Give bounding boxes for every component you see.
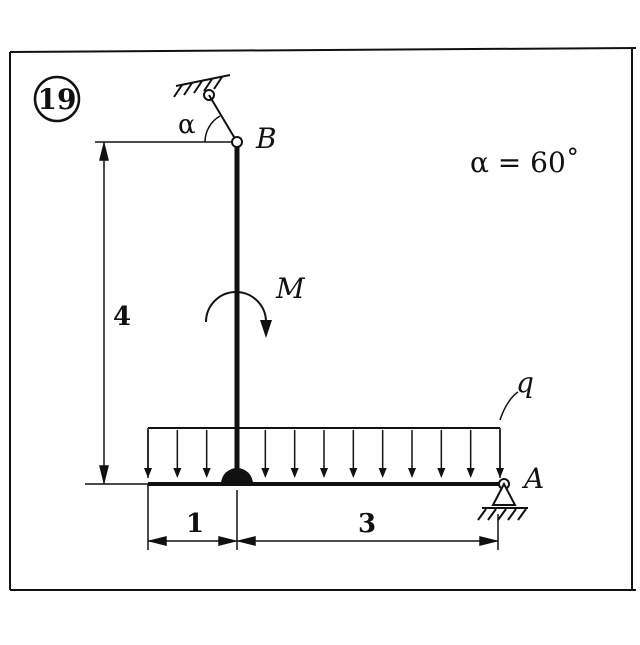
load-arrow-head <box>466 468 475 478</box>
top-hinge-support <box>173 74 231 101</box>
moment-arrowhead <box>260 320 272 338</box>
moment-arc <box>205 291 267 323</box>
hinge-b <box>231 136 243 148</box>
point-b-label: B <box>255 122 277 155</box>
frame <box>9 47 637 591</box>
angle-note: α = 60˚ <box>470 146 580 179</box>
dimension-height <box>99 142 109 484</box>
moment-label: M <box>275 272 306 305</box>
load-label: q <box>516 366 534 399</box>
inclined-rod <box>208 94 238 143</box>
distributed-load <box>144 427 504 478</box>
load-arrow-head <box>290 468 299 478</box>
angle-alpha-label: α <box>178 110 196 140</box>
load-arrow-head <box>378 468 387 478</box>
dimension-spans <box>147 484 499 550</box>
load-arrow-head <box>144 468 152 478</box>
support-a <box>477 478 528 521</box>
dimension-height-label: 4 <box>113 302 131 332</box>
load-arrow-head <box>202 468 211 478</box>
problem-number-badge: 19 <box>33 75 81 123</box>
load-arrow-head <box>437 468 446 478</box>
rigid-joint <box>221 468 253 484</box>
load-arrow-head <box>320 468 328 478</box>
load-leader <box>499 391 519 421</box>
point-a-label: A <box>521 462 544 495</box>
problem-number: 19 <box>38 83 77 116</box>
load-arrow-head <box>261 468 270 478</box>
angle-arc <box>204 115 221 143</box>
load-arrow-head <box>173 468 182 478</box>
dimension-right-span-label: 3 <box>358 509 376 539</box>
dimension-left-span-label: 1 <box>186 509 204 539</box>
load-arrow-head <box>496 468 504 478</box>
load-arrows <box>144 430 504 478</box>
load-arrow-head <box>349 468 358 478</box>
load-arrow-head <box>408 468 416 478</box>
